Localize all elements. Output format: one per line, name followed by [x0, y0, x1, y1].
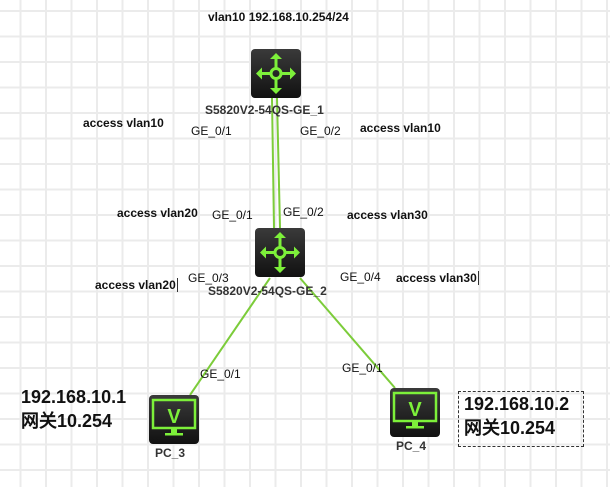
note-text[interactable]: access vlan10: [360, 121, 441, 135]
link-sw2-pc4[interactable]: [299, 277, 396, 389]
switch-1-name: S5820V2-54QS-GE_1: [205, 103, 324, 117]
pc-3-gateway: 网关10.254: [21, 411, 113, 431]
pc-3-note[interactable]: 192.168.10.1 网关10.254: [21, 385, 126, 433]
switch-2-name: S5820V2-54QS-GE_2: [208, 284, 327, 298]
vpc-glyph: V: [408, 399, 422, 421]
link-sw2-pc3[interactable]: [189, 277, 271, 396]
link-sw1-sw2-a[interactable]: [271, 97, 275, 229]
pc-3-ip: 192.168.10.1: [21, 387, 127, 407]
port-label: GE_0/3: [188, 271, 229, 285]
note-text[interactable]: access vlan20: [95, 278, 178, 292]
l3-switch-icon: [256, 53, 296, 94]
note-text[interactable]: access vlan30: [347, 208, 428, 222]
l3-switch-icon: [260, 232, 300, 273]
vpc-glyph: V: [167, 406, 181, 428]
switch-1[interactable]: [251, 49, 301, 98]
pc-4[interactable]: V: [390, 388, 440, 437]
port-label: GE_0/2: [283, 205, 324, 219]
vpc-icon: V: [151, 398, 197, 436]
port-label: GE_0/1: [200, 367, 241, 381]
note-text[interactable]: access vlan10: [83, 116, 164, 130]
vlan-interface-label: vlan10 192.168.10.254/24: [208, 10, 349, 24]
pc-3-name: PC_3: [155, 446, 186, 460]
port-label: GE_0/1: [212, 208, 253, 222]
pc-4-ip: 192.168.10.2: [464, 394, 570, 414]
pc-4-name: PC_4: [396, 439, 427, 453]
note-text[interactable]: access vlan30: [396, 271, 479, 285]
note-text[interactable]: access vlan20: [117, 206, 198, 220]
port-label: GE_0/1: [191, 124, 232, 138]
link-sw1-sw2-b[interactable]: [276, 97, 281, 229]
port-label: GE_0/4: [340, 270, 381, 284]
pc-3[interactable]: V: [149, 395, 199, 444]
port-label: GE_0/1: [342, 361, 383, 375]
port-label: GE_0/2: [300, 124, 341, 138]
pc-4-gateway: 网关10.254: [464, 418, 556, 438]
vpc-icon: V: [392, 391, 438, 429]
switch-2[interactable]: [255, 228, 305, 277]
pc-4-note-selected[interactable]: 192.168.10.2 网关10.254: [458, 391, 584, 447]
